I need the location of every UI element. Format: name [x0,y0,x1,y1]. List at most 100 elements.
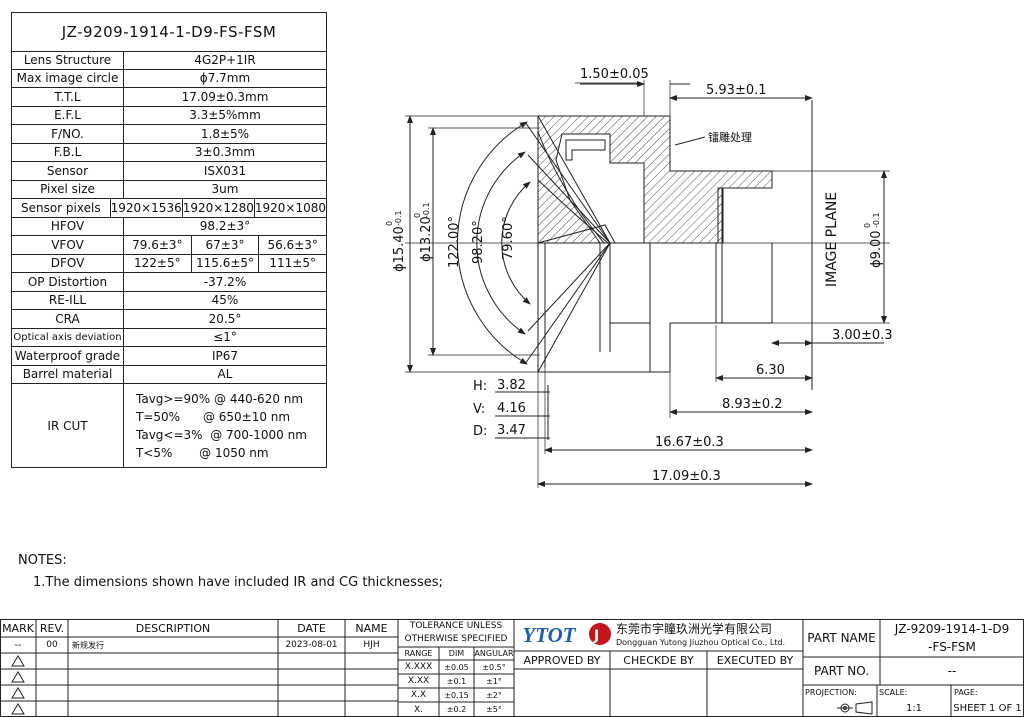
spec-label: Sensor [12,162,124,180]
spec-label: Max image circle [12,69,124,87]
page-label: PAGE: [954,688,978,697]
spec-value: 3.3±5%mm [189,108,261,123]
ircut-line: T<5% @ 1050 nm [136,445,269,460]
h-value: 3.82 [497,378,526,393]
spec-label: CRA [12,310,124,328]
spec-value: 20.5° [208,311,242,326]
projection-label: PROJECTION: [805,688,857,697]
spec-label: RE-ILL [12,291,124,309]
approved-by-label: APPROVED BY [523,653,601,667]
tol-title-2: OTHERWISE SPECIFIED [404,634,508,644]
scale-value: 1:1 [905,703,923,714]
spec-row: RE-ILL 45% [12,291,326,310]
v-value: 4.16 [497,401,526,416]
executed-by-label: EXECUTED BY [716,653,794,667]
spec-label: DFOV [12,254,124,272]
spec-value: 45% [211,293,239,308]
tol-row: X. [413,704,424,715]
spec-value: ≤1° [213,330,237,345]
d-label: D: [473,424,487,439]
spec-value: -37.2% [203,274,247,289]
spec-row: OP Distortion -37.2% [12,273,326,292]
tol-row: X.X [410,690,427,700]
part-name-label: PART NAME [807,631,876,645]
tol-hdr-angular: ANGULAR [474,649,514,658]
spec-label: F/NO. [12,125,124,143]
spec-value: 1920×1536 [110,199,183,217]
angle-98: 98.20° [471,220,486,264]
spec-label: Pixel size [12,180,124,198]
h-label: H: [473,379,487,394]
dia1-tol-up: 0 [385,221,394,226]
dim-5.93: 5.93±0.1 [706,83,767,98]
company-logo-icon: J [589,623,611,645]
hdr-name: NAME [355,621,388,635]
spec-label: Sensor pixels [12,199,111,217]
spec-value: 3±0.3mm [194,145,256,160]
spec-label: Waterproof grade [12,347,124,365]
ircut-line: Tavg<=3% @ 700-1000 nm [136,427,307,442]
spec-row: F/NO. 1.8±5% [12,125,326,144]
company-name-en: Dongguan Yutong Jiuzhou Optical Co., Ltd… [616,638,786,647]
svg-text:J: J [593,628,599,644]
dia3-tol-dn: -0.1 [872,212,881,228]
ircut-label: IR CUT [12,384,124,467]
image-plane-label: IMAGE PLANE [824,192,840,287]
spec-value: 3um [211,182,239,197]
spec-row: Max image circle ϕ7.7mm [12,69,326,88]
row1-rev: 00 [46,640,58,650]
spec-value: IP67 [211,348,239,363]
tol-title-1: TOLERANCE UNLESS [409,621,503,631]
scale-label: SCALE: [879,688,908,697]
dia-15.40: ϕ15.40 [392,226,407,272]
tol-row: ±1° [486,676,502,686]
tol-row: ±0.1 [446,676,467,686]
spec-row: F.B.L 3±0.3mm [12,143,326,162]
spec-label: T.T.L [12,88,124,106]
spec-value: 4G2P+1IR [194,52,256,67]
dim-8.93: 8.93±0.2 [722,397,783,412]
hdr-mark: MARK [2,621,34,635]
hdr-date: DATE [297,621,326,635]
dia-13.20: ϕ13.20 [419,216,434,262]
note-1: 1.The dimensions shown have included IR … [33,575,443,590]
spec-value: 98.2±3° [199,219,251,234]
part-no-label: PART NO. [813,664,870,678]
spec-value: AL [217,367,233,382]
angle-79: 79.60° [501,216,516,260]
projection-icon [837,701,873,715]
checked-by-label: CHECKDE BY [623,653,694,667]
hdr-rev: REV. [39,621,65,635]
dim-17.09: 17.09±0.3 [652,469,721,484]
spec-value: 111±5° [269,256,316,271]
spec-row: CRA 20.5° [12,310,326,329]
spec-label: OP Distortion [12,273,124,291]
spec-value: ϕ7.7mm [199,71,251,86]
tol-hdr-dim: DIM [448,649,465,658]
v-label: V: [473,402,485,417]
spec-value: 1.8±5% [200,126,250,141]
sheet-value: SHEET 1 OF 1 [953,703,1022,714]
dim-16.67: 16.67±0.3 [655,435,724,450]
spec-value: 56.6±3° [267,237,318,252]
spec-label: F.B.L [12,143,124,161]
spec-value: 1920×1280 [182,199,255,217]
tol-row: ±0.5° [482,662,506,672]
spec-value: 67±3° [192,236,260,254]
part-no-value: -- [947,664,957,678]
dim-1.50: 1.50±0.05 [580,67,649,82]
tol-row: X.XXX [404,662,433,672]
tol-row: ±0.05 [444,662,469,672]
spec-value: ISX031 [203,163,247,178]
company-name-cn: 东莞市宇瞳玖洲光学有限公司 [616,621,773,636]
tol-row: X.XX [407,676,430,686]
spec-value: 122±5° [124,254,192,272]
tol-hdr-range: RANGE [404,649,433,658]
dim-3.00: 3.00±0.3 [832,328,893,343]
laser-note: 镭雕处理 [708,130,752,144]
